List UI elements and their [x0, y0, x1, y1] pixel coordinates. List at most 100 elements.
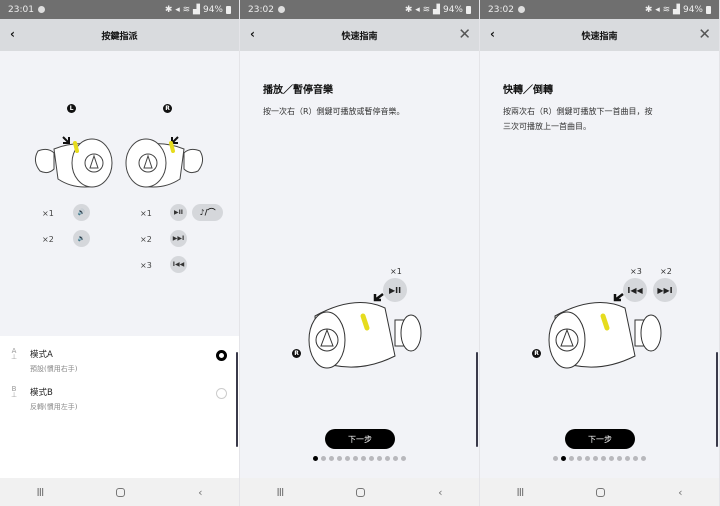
status-bar: 23:02 ✱ ◂ ≋ ▟94%	[240, 0, 479, 19]
mode-a-title: 模式A	[30, 350, 53, 360]
recent-apps-button[interactable]: III	[516, 485, 524, 499]
scrollbar[interactable]	[716, 352, 718, 447]
status-time: 23:02	[488, 4, 514, 15]
mode-b-option[interactable]: B⊥ 模式B 反轉(慣用左手)	[0, 384, 239, 420]
status-time: 23:02	[248, 4, 274, 15]
battery-percent: 94%	[202, 4, 223, 15]
page-dot	[601, 456, 606, 461]
page-dot	[633, 456, 638, 461]
right-badge: R	[532, 349, 541, 358]
home-button[interactable]	[356, 487, 366, 497]
mode-a-radio[interactable]	[216, 350, 227, 361]
right-x2-label: ×2	[140, 235, 152, 244]
back-button[interactable]: ‹	[10, 27, 15, 41]
press-count: ×1	[390, 267, 402, 276]
system-back-button[interactable]: ‹	[438, 485, 443, 499]
home-button[interactable]	[596, 487, 606, 497]
guide-heading: 播放／暫停音樂	[263, 85, 333, 96]
volume-up-icon: 🔊	[73, 204, 90, 221]
battery-icon	[706, 5, 711, 14]
back-button[interactable]: ‹	[490, 27, 495, 41]
right-earbud-illustration	[308, 293, 422, 369]
page-dot	[369, 456, 374, 461]
recent-apps-button[interactable]: III	[36, 485, 44, 499]
earbud-mode-icon: A⊥	[10, 347, 18, 361]
signal-icons: ✱ ◂ ≋ ▟	[404, 4, 440, 15]
screen-quick-guide-play: 23:02 ✱ ◂ ≋ ▟94% ‹ 快速指南 ✕ 播放／暫停音樂 按一次右（R…	[240, 0, 480, 506]
mode-a-option[interactable]: A⊥ 模式A 預設(慣用右手)	[0, 346, 239, 382]
mode-b-subtitle: 反轉(慣用左手)	[30, 403, 78, 411]
system-nav-bar: III ‹	[240, 478, 479, 506]
page-dot	[345, 456, 350, 461]
page-dot	[585, 456, 590, 461]
battery-percent: 94%	[682, 4, 703, 15]
close-icon[interactable]: ✕	[458, 25, 471, 43]
scrollbar[interactable]	[236, 352, 238, 447]
page-dot	[401, 456, 406, 461]
left-badge: L	[67, 104, 76, 113]
page-dot	[321, 456, 326, 461]
volume-down-icon: 🔉	[73, 230, 90, 247]
signal-icons: ✱ ◂ ≋ ▟	[644, 4, 680, 15]
system-nav-bar: III ‹	[480, 478, 719, 506]
page-dot	[361, 456, 366, 461]
system-nav-bar: III ‹	[0, 478, 239, 506]
home-button[interactable]	[116, 487, 126, 497]
right-badge: R	[292, 349, 301, 358]
next-track-icon: ▶▶I	[653, 278, 677, 302]
right-badge: R	[163, 104, 172, 113]
guide-description: 按兩次右（R）側鍵可播放下一首曲目，按三次可播放上一首曲目。	[503, 107, 653, 131]
previous-track-icon: I◀◀	[170, 256, 187, 273]
mode-b-radio[interactable]	[216, 388, 227, 399]
battery-icon	[226, 5, 231, 14]
mode-b-title: 模式B	[30, 388, 53, 398]
page-title: 按鍵指派	[101, 31, 138, 42]
left-x2-label: ×2	[42, 235, 54, 244]
guide-description: 按一次右（R）側鍵可播放或暫停音樂。	[263, 107, 405, 116]
app-bar: ‹ 快速指南 ✕	[480, 19, 719, 51]
page-indicator	[240, 456, 479, 461]
page-dot	[553, 456, 558, 461]
status-time: 23:01	[8, 4, 34, 15]
battery-percent: 94%	[442, 4, 463, 15]
app-bar: ‹ 快速指南 ✕	[240, 19, 479, 51]
left-x1-label: ×1	[42, 209, 54, 218]
system-back-button[interactable]: ‹	[678, 485, 683, 499]
spotify-icon	[277, 6, 285, 13]
close-icon[interactable]: ✕	[698, 25, 711, 43]
press-count-x2: ×2	[660, 267, 672, 276]
earbud-mode-icon: B⊥	[10, 385, 18, 399]
battery-icon	[466, 5, 471, 14]
status-bar: 23:01 ✱ ◂ ≋ ▟94%	[0, 0, 239, 19]
page-dot	[385, 456, 390, 461]
next-button[interactable]: 下一步	[325, 429, 395, 449]
earbud-diagram: L R ×1 🔊 ×2 🔉 ×1 ▶II ♪/⌒ ×2 ▶▶I	[0, 51, 239, 335]
page-dot	[625, 456, 630, 461]
recent-apps-button[interactable]: III	[276, 485, 284, 499]
back-button[interactable]: ‹	[250, 27, 255, 41]
press-count-x3: ×3	[630, 267, 642, 276]
previous-track-icon: I◀◀	[623, 278, 647, 302]
page-indicator	[480, 456, 719, 461]
scrollbar[interactable]	[476, 352, 478, 447]
guide-heading: 快轉／倒轉	[503, 85, 553, 96]
next-button[interactable]: 下一步	[565, 429, 635, 449]
mode-list: A⊥ 模式A 預設(慣用右手) B⊥ 模式B 反轉(慣用左手)	[0, 336, 239, 478]
page-dot	[617, 456, 622, 461]
earbuds-illustration	[34, 136, 204, 188]
page-dot	[593, 456, 598, 461]
page-dot	[393, 456, 398, 461]
page-title: 快速指南	[581, 31, 618, 42]
page-dot	[329, 456, 334, 461]
page-dot	[313, 456, 318, 461]
right-earbud-illustration	[548, 293, 662, 369]
page-dot	[609, 456, 614, 461]
mode-a-subtitle: 預設(慣用右手)	[30, 365, 78, 373]
spotify-icon	[37, 6, 45, 13]
system-back-button[interactable]: ‹	[198, 485, 203, 499]
page-dot	[641, 456, 646, 461]
right-x3-label: ×3	[140, 261, 152, 270]
page-dot	[377, 456, 382, 461]
page-dot	[353, 456, 358, 461]
page-dot	[337, 456, 342, 461]
